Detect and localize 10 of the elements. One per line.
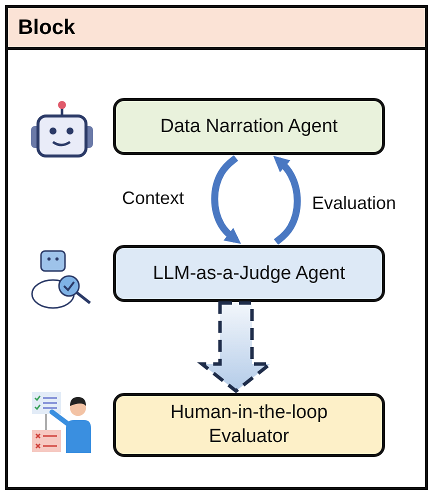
curved-arrow — [211, 155, 242, 244]
agent-box — [113, 245, 385, 302]
curved-arrow — [273, 156, 301, 245]
box-label: Data Narration Agent — [160, 114, 338, 138]
box-label: LLM-as-a-Judge Agent — [152, 262, 346, 286]
agent-box — [113, 98, 385, 155]
block-frame — [5, 5, 428, 490]
agent-box — [113, 393, 385, 457]
box-label: Human-in-the-loop Evaluator — [169, 401, 329, 449]
header-band: Block — [8, 8, 425, 50]
